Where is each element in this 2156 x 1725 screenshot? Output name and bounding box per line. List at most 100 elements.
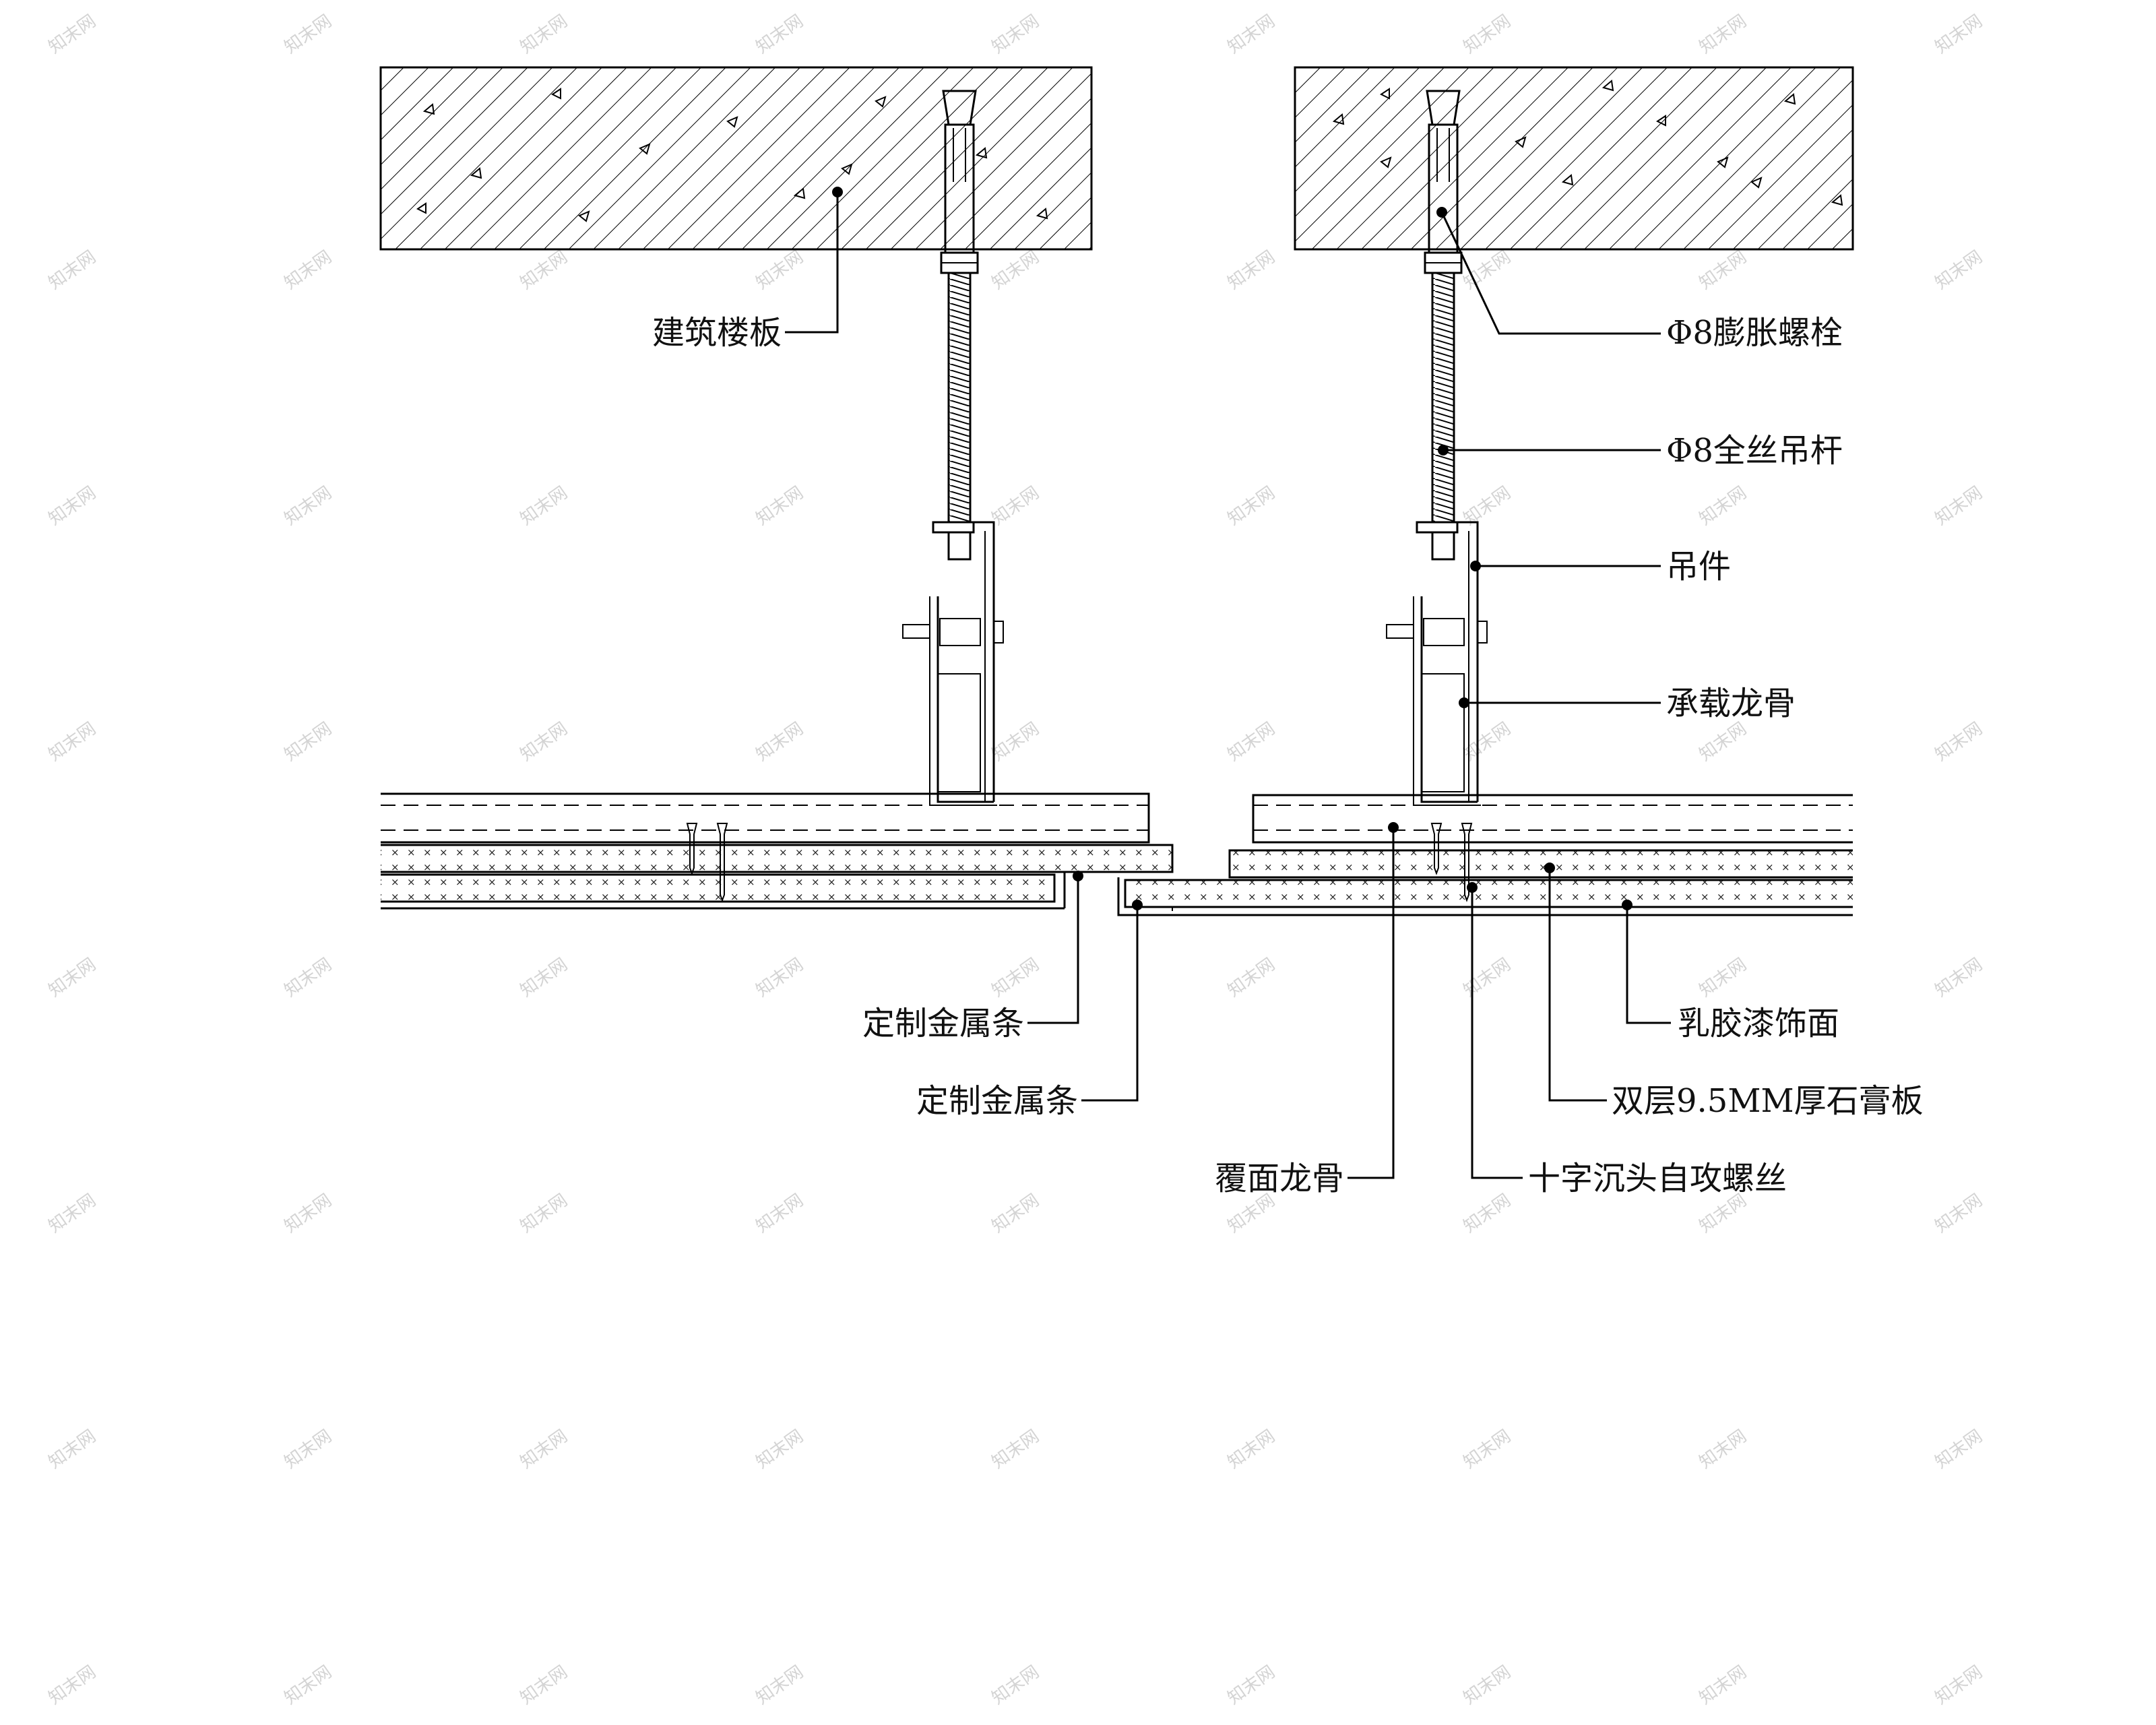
watermark-mark: 知末网 xyxy=(988,1190,1043,1236)
watermark-mark: 知末网 xyxy=(1696,1662,1750,1708)
label-expansion-bolt: Φ8膨胀螺栓 xyxy=(1666,314,1843,352)
watermark-mark: 知末网 xyxy=(1224,247,1279,293)
watermark-mark: 知末网 xyxy=(517,1662,571,1708)
watermark-mark: 知末网 xyxy=(1460,954,1515,1001)
main-keel-left xyxy=(902,596,1004,806)
hanger-assembly-left xyxy=(902,90,1004,806)
watermark-mark: 知末网 xyxy=(753,1662,807,1708)
watermark-mark: 知末网 xyxy=(1696,718,1750,765)
watermark-mark: 知末网 xyxy=(517,247,571,293)
label-latex-paint: 乳胶漆饰面 xyxy=(1678,1005,1839,1042)
label-metal-strip-2: 定制金属条 xyxy=(916,1082,1078,1120)
watermark-mark: 知末网 xyxy=(1932,1662,1986,1708)
threaded-rod-left xyxy=(947,272,972,524)
watermark-mark: 知末网 xyxy=(1932,482,1986,529)
watermark-mark: 知末网 xyxy=(281,482,336,529)
watermark-mark: 知末网 xyxy=(1932,247,1986,293)
watermark-mark: 知末网 xyxy=(1224,718,1279,765)
watermark-mark: 知末网 xyxy=(1224,482,1279,529)
watermark-mark: 知末网 xyxy=(753,1426,807,1472)
label-hanger: 吊件 xyxy=(1666,548,1731,586)
leader-latex-paint xyxy=(1622,900,1671,1024)
watermark-mark: 知末网 xyxy=(281,1190,336,1236)
ceiling-layers-left xyxy=(381,792,1174,910)
watermark-mark: 知末网 xyxy=(1460,1662,1515,1708)
watermark-mark: 知末网 xyxy=(1460,247,1515,293)
watermark-mark: 知末网 xyxy=(1224,954,1279,1001)
watermark-mark: 知末网 xyxy=(281,247,336,293)
watermark-mark: 知末网 xyxy=(517,1190,571,1236)
watermark-mark: 知末网 xyxy=(517,718,571,765)
watermark-mark: 知末网 xyxy=(988,1662,1043,1708)
hanger-assembly-right xyxy=(1386,90,1488,806)
watermark-mark: 知末网 xyxy=(1932,1190,1986,1236)
watermark-mark: 知末网 xyxy=(753,718,807,765)
watermark-mark: 知末网 xyxy=(281,1426,336,1472)
watermark-mark: 知末网 xyxy=(988,11,1043,57)
building-slab-right xyxy=(1294,66,1854,251)
watermark-mark: 知末网 xyxy=(45,954,100,1001)
watermark-mark: 知末网 xyxy=(45,482,100,529)
watermark-mark: 知末网 xyxy=(517,954,571,1001)
watermark-mark: 知末网 xyxy=(1696,482,1750,529)
watermark-mark: 知末网 xyxy=(517,1426,571,1472)
watermark-mark: 知末网 xyxy=(1224,1662,1279,1708)
watermark-mark: 知末网 xyxy=(45,718,100,765)
watermark-mark: 知末网 xyxy=(281,718,336,765)
watermark-mark: 知末网 xyxy=(45,247,100,293)
ceiling-layers-right xyxy=(1117,794,1853,916)
leader-metal-strip-2 xyxy=(1081,900,1143,1102)
watermark-mark: 知末网 xyxy=(1224,1426,1279,1472)
watermark-mark: 知末网 xyxy=(988,482,1043,529)
leader-threaded-rod xyxy=(1438,445,1661,456)
watermark-mark: 知末网 xyxy=(1932,1426,1986,1472)
leader-cover-keel xyxy=(1348,822,1399,1179)
leader-hanger xyxy=(1470,561,1661,571)
watermark-mark: 知末网 xyxy=(45,1426,100,1472)
watermark-mark: 知末网 xyxy=(45,11,100,57)
watermark-mark: 知末网 xyxy=(1460,1190,1515,1236)
watermark-mark: 知末网 xyxy=(517,482,571,529)
expansion-bolt-left xyxy=(940,90,979,274)
watermark-mark: 知末网 xyxy=(988,1426,1043,1472)
label-gypsum-board: 双层9.5MM厚石膏板 xyxy=(1612,1082,1924,1120)
watermark-mark: 知末网 xyxy=(753,954,807,1001)
watermark-mark: 知末网 xyxy=(45,1190,100,1236)
watermark-mark: 知末网 xyxy=(1460,11,1515,57)
watermark-mark: 知末网 xyxy=(988,247,1043,293)
watermark-mark: 知末网 xyxy=(753,1190,807,1236)
watermark-mark: 知末网 xyxy=(1932,11,1986,57)
leader-metal-strip-1 xyxy=(1027,871,1083,1024)
watermark-mark: 知末网 xyxy=(517,11,571,57)
watermark-mark: 知末网 xyxy=(1696,1426,1750,1472)
hanger-left xyxy=(932,521,995,802)
watermark-mark: 知末网 xyxy=(1696,954,1750,1001)
label-slab: 建筑楼板 xyxy=(652,314,782,352)
threaded-rod-right xyxy=(1431,272,1455,524)
label-cover-keel: 覆面龙骨 xyxy=(1215,1160,1344,1197)
watermark-mark: 知末网 xyxy=(988,954,1043,1001)
watermark-mark: 知末网 xyxy=(1224,11,1279,57)
watermark-mark: 知末网 xyxy=(753,11,807,57)
watermark-mark: 知末网 xyxy=(281,11,336,57)
leader-slab xyxy=(785,187,843,334)
building-slab-left xyxy=(379,66,1093,251)
label-main-keel: 承载龙骨 xyxy=(1666,685,1796,722)
watermark-mark: 知末网 xyxy=(1696,11,1750,57)
leader-screw xyxy=(1467,882,1523,1179)
watermark-mark: 知末网 xyxy=(988,718,1043,765)
leader-main-keel xyxy=(1459,697,1661,708)
watermark-mark: 知末网 xyxy=(1932,718,1986,765)
leader-expansion-bolt xyxy=(1436,207,1661,335)
leader-gypsum-board xyxy=(1544,862,1607,1102)
main-keel-right xyxy=(1386,596,1488,806)
watermark-mark: 知末网 xyxy=(281,1662,336,1708)
hanger-right xyxy=(1416,521,1479,802)
watermark-mark: 知末网 xyxy=(753,482,807,529)
label-screw: 十字沉头自攻螺丝 xyxy=(1528,1160,1787,1197)
watermark-mark: 知末网 xyxy=(1460,1426,1515,1472)
watermark-mark: 知末网 xyxy=(1696,247,1750,293)
watermark-mark: 知末网 xyxy=(1460,718,1515,765)
label-threaded-rod: Φ8全丝吊杆 xyxy=(1666,432,1843,470)
